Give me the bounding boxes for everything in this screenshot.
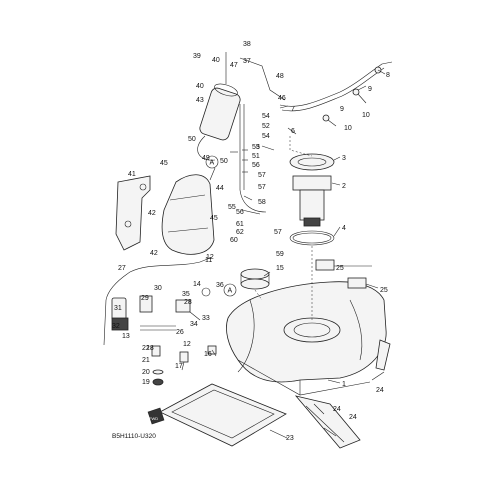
label-30: 30 xyxy=(154,285,162,292)
label-6: 6 xyxy=(291,128,295,135)
label-11: 11 xyxy=(205,257,212,264)
sensor-brackets xyxy=(315,259,367,289)
label-42: 42 xyxy=(148,210,156,217)
label-18: 18 xyxy=(146,345,154,352)
label-10: 10 xyxy=(344,125,352,132)
label-44: 44 xyxy=(216,185,224,192)
label-17: 17 xyxy=(175,363,183,370)
label-1: 1 xyxy=(342,381,346,388)
label-54: 54 xyxy=(262,113,270,120)
label-49: 49 xyxy=(202,155,210,162)
label-53: 53 xyxy=(252,144,260,151)
label-29: 29 xyxy=(141,295,149,302)
label-22: 22 xyxy=(142,345,150,352)
label-28: 28 xyxy=(184,299,192,306)
label-16: 16 xyxy=(204,351,212,358)
label-3: 3 xyxy=(342,155,346,162)
fuel-tank xyxy=(226,281,387,396)
label-60: 60 xyxy=(230,237,238,244)
ref-markers: A A xyxy=(205,155,237,297)
label-26: 26 xyxy=(176,329,184,336)
label-62: 62 xyxy=(236,229,244,236)
part-number-labels: 1 2 3 4 5 6 7 8 9 9 10 10 11 12 12 13 14… xyxy=(112,41,390,442)
strip-24 xyxy=(294,339,391,449)
label-46: 46 xyxy=(278,95,286,102)
label-12: 12 xyxy=(206,254,214,261)
label-57: 57 xyxy=(274,229,282,236)
label-24: 24 xyxy=(333,406,341,413)
label-37: 37 xyxy=(243,58,251,65)
label-9: 9 xyxy=(340,106,344,113)
label-59: 59 xyxy=(276,251,284,258)
label-54: 54 xyxy=(262,133,270,140)
label-8: 8 xyxy=(386,72,390,79)
label-31: 31 xyxy=(114,305,122,312)
label-39: 39 xyxy=(193,53,201,60)
label-19: 19 xyxy=(142,379,150,386)
label-61: 61 xyxy=(236,221,244,228)
label-50: 50 xyxy=(188,136,196,143)
label-40: 40 xyxy=(196,83,204,90)
label-25: 25 xyxy=(336,265,344,272)
label-34: 34 xyxy=(190,321,198,328)
label-2: 2 xyxy=(342,183,346,190)
label-50: 50 xyxy=(220,158,228,165)
label-24: 24 xyxy=(349,414,357,421)
label-43: 43 xyxy=(196,97,204,104)
label-10: 10 xyxy=(362,112,370,119)
label-48: 48 xyxy=(276,73,284,80)
under-plate xyxy=(159,383,287,447)
label-13: 13 xyxy=(122,333,130,340)
label-36: 36 xyxy=(216,282,224,289)
label-7: 7 xyxy=(291,106,295,113)
label-56: 56 xyxy=(236,209,244,216)
label-38: 38 xyxy=(243,41,251,48)
label-15: 15 xyxy=(276,265,284,272)
label-25: 25 xyxy=(380,287,388,294)
label-4: 4 xyxy=(342,225,346,232)
label-55: 55 xyxy=(228,204,236,211)
label-40: 40 xyxy=(212,57,220,64)
charcoal-canister xyxy=(197,52,286,161)
ref-a-label: A xyxy=(228,288,233,295)
label-57: 57 xyxy=(258,184,266,191)
label-14: 14 xyxy=(193,281,201,288)
label-42: 42 xyxy=(150,250,158,257)
label-45: 45 xyxy=(160,160,168,167)
label-45: 45 xyxy=(210,215,218,222)
filler-neck xyxy=(240,268,270,290)
label-41: 41 xyxy=(128,171,136,178)
label-57: 57 xyxy=(258,172,266,179)
label-52: 52 xyxy=(262,123,270,130)
label-12: 12 xyxy=(183,341,191,348)
label-21: 21 xyxy=(142,357,150,364)
label-9: 9 xyxy=(368,86,372,93)
label-5: 5 xyxy=(256,144,260,151)
tank-cover xyxy=(161,174,215,255)
label-35: 35 xyxy=(182,291,190,298)
label-27: 27 xyxy=(118,265,126,272)
fuel-pump-assembly xyxy=(289,153,335,246)
label-32: 32 xyxy=(112,323,120,330)
bracket-41 xyxy=(115,175,151,251)
label-20: 20 xyxy=(142,369,150,376)
left-hose-assembly xyxy=(103,257,211,346)
fwd-label: FWD xyxy=(149,416,158,421)
label-51: 51 xyxy=(252,153,260,160)
label-33: 33 xyxy=(202,315,210,322)
ref-a-label: A xyxy=(210,160,215,167)
label-24: 24 xyxy=(376,387,384,394)
label-58: 58 xyxy=(258,199,266,206)
label-47: 47 xyxy=(230,62,238,69)
fwd-indicator: FWD xyxy=(147,407,165,425)
callout-leaders xyxy=(181,69,386,439)
label-23: 23 xyxy=(286,435,294,442)
label-56: 56 xyxy=(252,162,260,169)
diagram-code: B5H1110-U320 xyxy=(112,433,156,440)
